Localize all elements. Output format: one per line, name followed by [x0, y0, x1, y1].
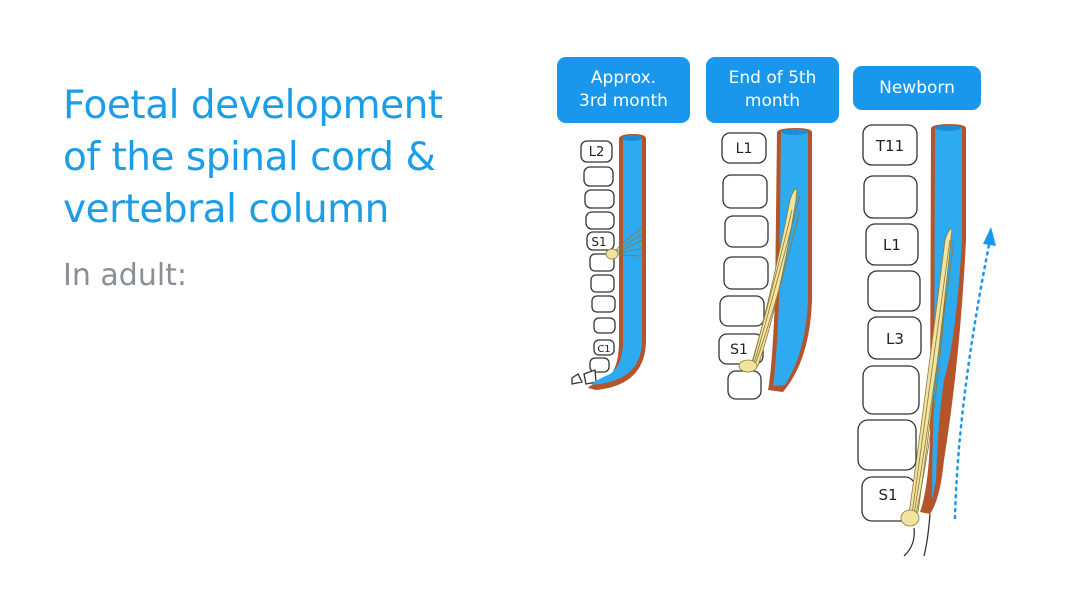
vertebra-label: S1: [878, 486, 897, 504]
vertebra-label: L1: [736, 141, 753, 157]
vertebra-label: L2: [589, 145, 605, 160]
vertebra: [583, 166, 614, 187]
vertebra-T11: [862, 124, 918, 166]
vertebra-L1: [721, 132, 767, 164]
title-line-1: Foetal development: [63, 83, 443, 128]
vertebra-L1: [865, 223, 919, 266]
coccyx: [583, 369, 597, 385]
stage-label-line: month: [744, 91, 801, 111]
stage-label-5th-month: End of 5th month: [706, 57, 839, 123]
stage-label-line: Newborn: [879, 77, 955, 98]
vertebra-label: S1: [730, 342, 748, 358]
vertebra: [719, 295, 765, 327]
vertebra: [722, 174, 768, 209]
stage-3-figure: T11 L1 L3 S1: [857, 124, 996, 557]
vertebra: [857, 419, 917, 471]
title-line-2: of the spinal cord &: [63, 135, 436, 180]
ascent-arrow: [953, 238, 992, 520]
stage-2-figure: L1 S1: [718, 128, 812, 400]
coccyx: [571, 373, 583, 385]
vertebra: [724, 215, 769, 248]
vertebra: [590, 274, 615, 293]
vertebra-label: T11: [875, 137, 904, 155]
arrow-head-icon: [983, 227, 996, 246]
vertebra: [585, 211, 615, 230]
vertebra-label: S1: [591, 235, 606, 249]
vertebra: [589, 357, 610, 373]
vertebra: [862, 365, 920, 415]
vertebra: [589, 253, 615, 272]
vertebra-label: L3: [886, 330, 904, 348]
stage-label-3rd-month: Approx. 3rd month: [557, 57, 690, 123]
stage-label-newborn: Newborn: [853, 66, 981, 110]
vertebra: [727, 370, 762, 400]
vertebra: [723, 256, 769, 290]
vertebra: [867, 270, 921, 312]
stage-label-line: Approx.: [590, 68, 657, 88]
vertebra: [863, 175, 918, 219]
vertebra: [591, 295, 616, 313]
title-line-3: vertebral column: [63, 187, 389, 232]
slide-subtitle: In adult:: [63, 258, 188, 293]
vertebra-C1: [593, 339, 615, 356]
vertebra-label: L1: [883, 236, 901, 254]
slide-title: Foetal development of the spinal cord & …: [63, 80, 533, 236]
stage-label-line: End of 5th: [728, 68, 817, 88]
vertebra-L2: [580, 140, 613, 163]
vertebra: [593, 317, 616, 334]
vertebra-label: C1: [597, 344, 610, 355]
vertebra: [584, 189, 615, 209]
vertebra-L3: [867, 316, 922, 360]
stage-label-line: 3rd month: [579, 91, 668, 111]
stage-1-figure: L2 S1 C1: [571, 134, 646, 390]
vertebra-S1: [586, 231, 615, 251]
